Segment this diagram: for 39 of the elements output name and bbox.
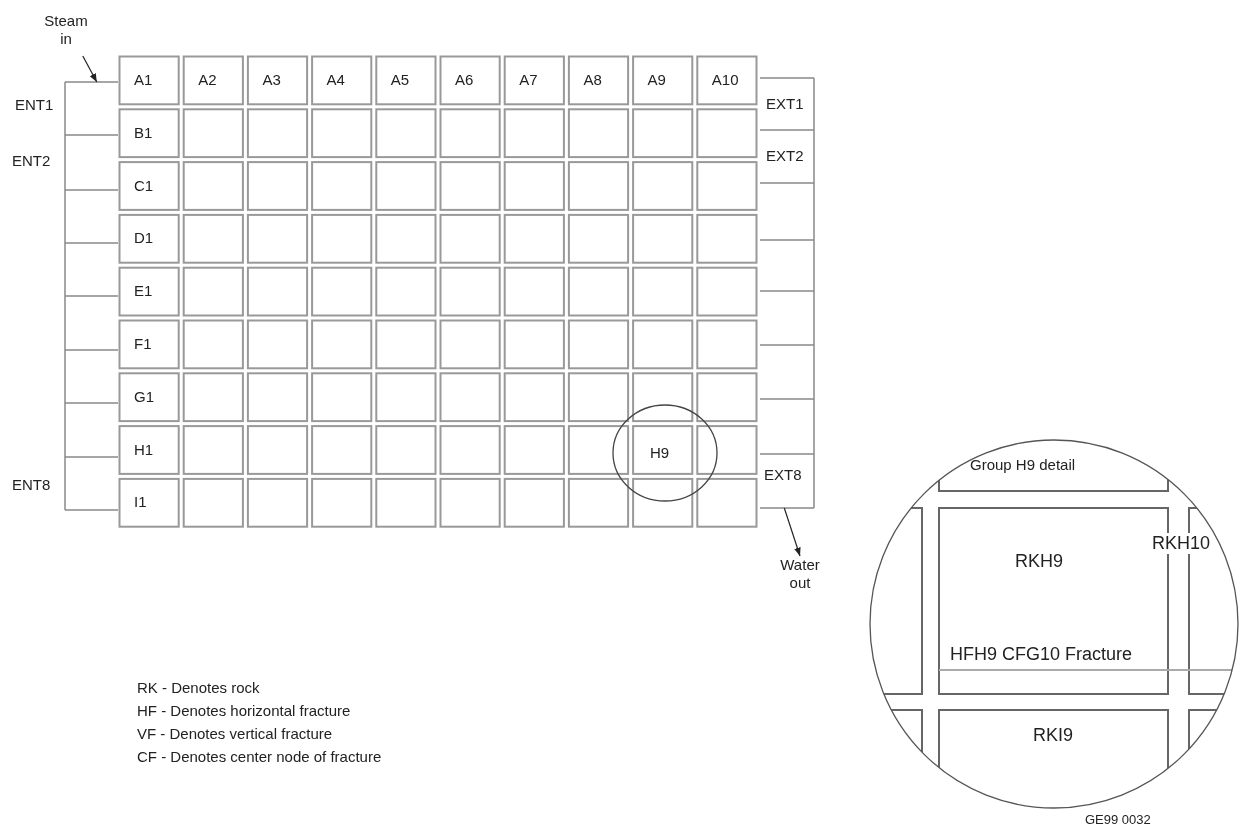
legend-text: VF - Denotes vertical fracture: [137, 725, 333, 743]
cell-label: A9: [647, 71, 666, 89]
channel-label: EXT2: [766, 147, 804, 165]
channel-label: ENT1: [12, 82, 118, 135]
channel-label: ENT2: [12, 152, 51, 170]
cell-label: A4: [326, 71, 345, 89]
cell-label: A5: [390, 71, 410, 89]
cell-label: E1: [134, 282, 153, 301]
legend-text: HF - Denotes horizontal fracture: [137, 702, 351, 720]
flow-label: Water out: [772, 556, 828, 600]
cell-label: G1: [134, 387, 154, 406]
channel-label: ENT8: [12, 476, 51, 494]
cell-label: A1: [134, 71, 153, 89]
channel-label: EXT1: [766, 95, 804, 113]
cell-label: D1: [134, 229, 154, 248]
flow-label: Steam in: [38, 12, 94, 56]
legend-text: CF - Denotes center node of fracture: [137, 748, 382, 766]
arrow: [783, 507, 801, 557]
cell-label: F1: [134, 335, 152, 353]
arrow: [82, 55, 98, 83]
cell-label: RKH9: [1015, 551, 1063, 572]
cell-label: A10: [711, 71, 739, 89]
cell-label: A6: [455, 71, 474, 89]
cell-label: RKI9: [1033, 725, 1074, 746]
cell-label: RKH10: [1152, 533, 1211, 554]
legend-text: RK - Denotes rock: [137, 679, 260, 697]
cell-label: A2: [198, 71, 217, 89]
cell-label: B1: [134, 123, 153, 142]
detail-title: Group H9 detail: [970, 456, 1076, 474]
cell-label: H1: [134, 440, 154, 459]
cell-label: A8: [583, 71, 602, 89]
channel-label: EXT8: [760, 454, 814, 508]
cell-label: C1: [134, 176, 154, 195]
cell-label: H9: [650, 444, 670, 462]
cell-label: A3: [262, 71, 281, 89]
figure-code: GE99 0032: [1085, 812, 1151, 828]
cell-label: I1: [134, 493, 147, 512]
fracture-label: HFH9 CFG10 Fracture: [950, 644, 1133, 665]
cell-label: A7: [519, 71, 538, 89]
